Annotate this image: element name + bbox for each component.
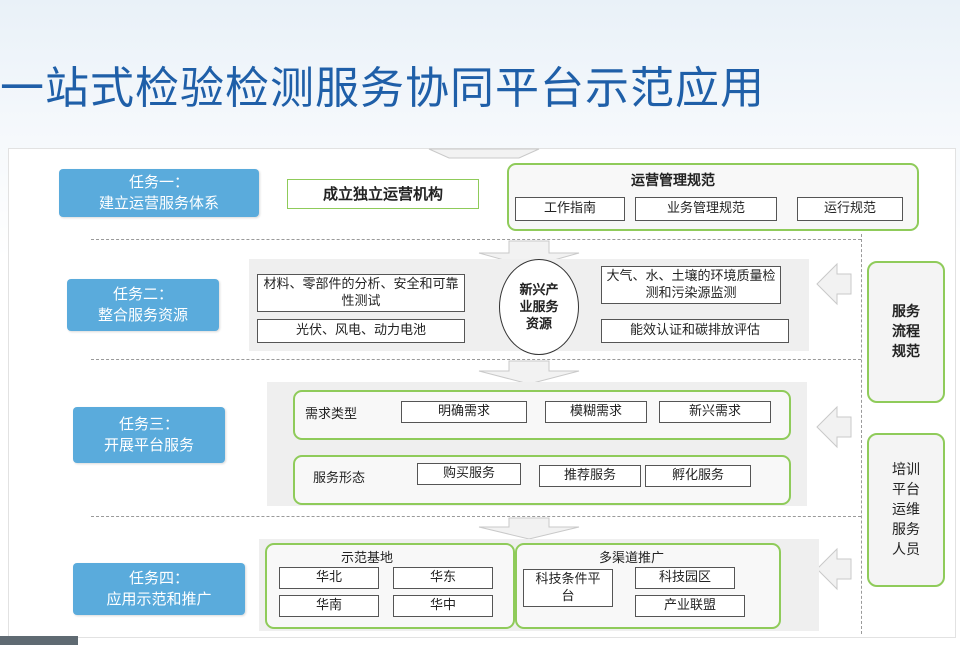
org-box: 成立独立运营机构 (287, 179, 479, 209)
down-arrow (478, 517, 580, 540)
row-separator (91, 359, 861, 360)
diagram-frame: 任务一： 建立运营服务体系 任务二： 整合服务资源 任务三： 开展平台服务 任务… (8, 148, 956, 638)
demo-base-item: 华东 (393, 567, 493, 589)
task-3-label: 任务三： 开展平台服务 (73, 407, 225, 463)
demo-base-item: 华中 (393, 595, 493, 617)
resource-item: 光伏、风电、动力电池 (257, 319, 465, 343)
left-arrow (816, 405, 852, 449)
task-2-label: 任务二： 整合服务资源 (67, 279, 219, 331)
demand-item: 模糊需求 (545, 401, 647, 423)
spec-item: 业务管理规范 (635, 197, 777, 221)
demand-label: 需求类型 (305, 407, 358, 422)
task-1-label: 任务一： 建立运营服务体系 (59, 169, 259, 217)
task-name: 开展平台服务 (103, 436, 194, 454)
service-form-item: 购买服务 (417, 463, 521, 485)
row-separator (91, 516, 861, 517)
task-number: 任务三： (118, 415, 179, 433)
service-form-label: 服务形态 (313, 471, 366, 486)
demo-base-item: 华南 (279, 595, 379, 617)
task-name: 整合服务资源 (97, 306, 188, 324)
column-separator (861, 234, 862, 634)
demo-base-title: 示范基地 (341, 551, 394, 566)
down-arrow (428, 148, 540, 159)
row-separator (91, 239, 861, 240)
left-arrow (816, 262, 852, 306)
left-arrow (816, 547, 852, 591)
spec-item: 运行规范 (797, 197, 903, 221)
task-number: 任务一： (128, 173, 189, 191)
demand-item: 明确需求 (401, 401, 527, 423)
resource-item: 材料、零部件的分析、安全和可靠性测试 (257, 274, 465, 312)
service-form-item: 孵化服务 (645, 465, 751, 487)
task-4-label: 任务四： 应用示范和推广 (73, 563, 245, 615)
page-title: 一站式检验检测服务协同平台示范应用 (0, 63, 765, 114)
demo-base-item: 华北 (279, 567, 379, 589)
down-arrow (478, 360, 580, 385)
channel-item: 科技园区 (635, 567, 735, 589)
footer-bar (0, 636, 78, 645)
task-name: 建立运营服务体系 (98, 194, 219, 212)
task-number: 任务四： (128, 569, 189, 587)
demand-item: 新兴需求 (659, 401, 771, 423)
task-name: 应用示范和推广 (106, 590, 212, 608)
task-number: 任务二： (112, 285, 173, 303)
channel-item: 科技条件平台 (523, 569, 613, 607)
spec-item: 工作指南 (515, 197, 625, 221)
emerging-resource-hub: 新兴产业服务资源 (499, 259, 579, 355)
channel-item: 产业联盟 (635, 595, 745, 617)
service-process-spec: 服务流程规范 (867, 261, 945, 403)
service-form-item: 推荐服务 (539, 465, 641, 487)
training-box: 培训平台运维服务人员 (867, 433, 945, 587)
resource-item: 能效认证和碳排放评估 (601, 319, 789, 343)
resource-item: 大气、水、土壤的环境质量检测和污染源监测 (601, 266, 781, 304)
ops-spec-title: 运营管理规范 (631, 173, 715, 189)
channel-title: 多渠道推广 (599, 551, 665, 566)
